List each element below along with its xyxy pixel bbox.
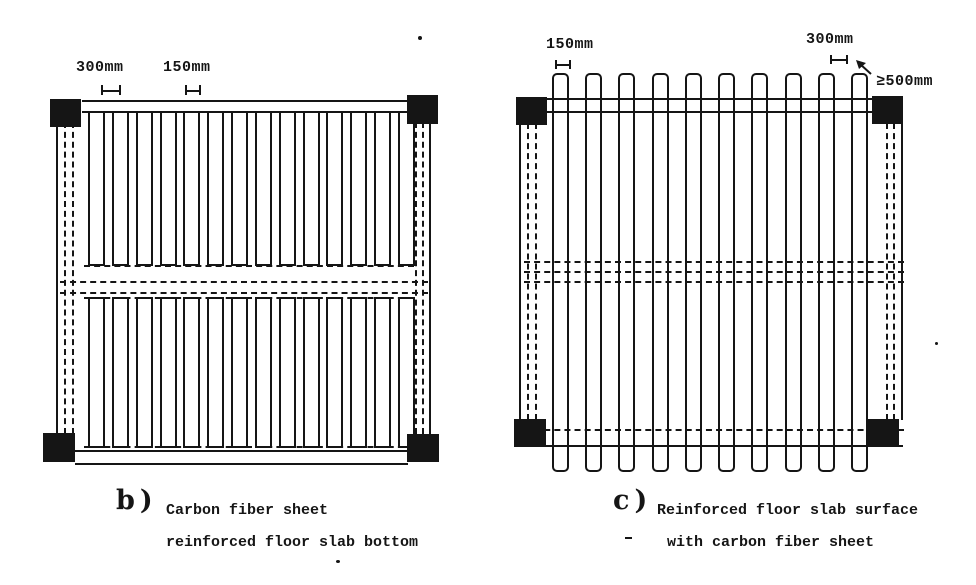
fig-b-caption-line1: Carbon fiber sheet (166, 502, 329, 519)
cfrp-strip (374, 297, 392, 448)
fig-c-middle-beam-hidden-edge-3 (524, 281, 904, 283)
fig-b-column-bottom-left (43, 433, 75, 462)
fig-b-right-hidden-beam-edge-1 (415, 122, 417, 434)
fig-b-left-hidden-beam-edge-2 (72, 122, 74, 434)
fig-b-strip-end-dashed-line-mid (84, 297, 414, 299)
cfrp-strip (207, 113, 225, 266)
cfrp-strip (350, 113, 368, 266)
fig-c-bottom-beam-hidden-edge (524, 429, 904, 431)
fig-b-right-hidden-beam-edge-2 (422, 122, 424, 434)
cfrp-strip (183, 297, 201, 448)
fig-b-dim-bracket-300mm (101, 85, 121, 95)
fig-b-column-top-right (407, 95, 438, 124)
fig-b-left-hidden-beam-edge-1 (64, 122, 66, 434)
fig-b-dim-label-150mm: 150mm (163, 59, 211, 76)
cfrp-strip (350, 297, 368, 448)
fig-b-dim-bracket-150mm (185, 85, 201, 95)
cfrp-strip (159, 297, 177, 448)
fig-c-left-edge-line (519, 124, 521, 420)
fig-c-dim-label-150mm: 150mm (546, 36, 594, 53)
fig-c-middle-beam-hidden-edge-1 (524, 261, 904, 263)
cfrp-strip (88, 297, 105, 448)
cfrp-strip (111, 113, 129, 266)
stray-scan-mark (418, 36, 422, 40)
fig-c-dim-bracket-150mm (555, 60, 571, 69)
cfrp-strip (111, 297, 129, 448)
fig-c-caption-line1: Reinforced floor slab surface (657, 502, 919, 519)
cfrp-strip (254, 113, 272, 266)
fig-b-top-beam (82, 100, 408, 113)
stray-scan-mark (625, 537, 632, 539)
cfrp-strip (88, 113, 105, 266)
cfrp-strip (302, 297, 320, 448)
bracket-bar (187, 89, 199, 92)
fig-b-left-edge-line (56, 126, 58, 434)
cfrp-strip (302, 113, 320, 266)
fig-b-strip-end-dashed-line-bottom (84, 446, 414, 448)
cfrp-strip (326, 113, 344, 266)
cfrp-strip (207, 297, 225, 448)
cfrp-strip (159, 113, 177, 266)
stray-scan-mark (336, 560, 340, 563)
fig-b-column-top-left (50, 99, 81, 127)
fig-c-middle-beam-hidden-edge-2 (524, 271, 904, 273)
fig-b-strip-end-dashed-line-top-half (84, 265, 414, 267)
fig-b-middle-beam-hidden-edge-2 (60, 292, 428, 294)
cfrp-strip (135, 297, 153, 448)
cfrp-strip (397, 113, 415, 266)
fig-c-dim-bracket-300mm (830, 55, 848, 64)
fig-b-caption-line2: reinforced floor slab bottom (166, 534, 419, 551)
cfrp-strip (374, 113, 392, 266)
fig-c-column-top-left (516, 97, 547, 125)
fig-b-strips-lower-half (88, 297, 415, 448)
cfrp-strip (231, 113, 249, 266)
fig-c-dim-label-300mm: 300mm (806, 31, 854, 48)
bracket-bar (832, 59, 846, 62)
cfrp-strip (326, 297, 344, 448)
fig-c-top-beam (546, 98, 874, 113)
cfrp-strip (278, 297, 296, 448)
stray-scan-mark (935, 342, 938, 345)
bracket-bar (103, 89, 119, 92)
cfrp-strip (397, 297, 415, 448)
cfrp-strip (231, 297, 249, 448)
anchorage-arrow-icon (856, 60, 872, 75)
cfrp-strip (183, 113, 201, 266)
fig-b-id-label: b) (116, 485, 158, 516)
fig-c-id-label: c) (613, 485, 653, 516)
bracket-bar (557, 64, 569, 67)
fig-b-strips-upper-half (88, 113, 415, 266)
fig-c-anchorage-label: ≥500mm (876, 73, 934, 90)
fig-c-column-top-right (872, 96, 903, 124)
fig-b-right-edge-line (429, 122, 431, 434)
fig-c-column-bottom-left (514, 419, 546, 447)
fig-b-dim-label-300mm: 300mm (76, 59, 124, 76)
cfrp-strip (254, 297, 272, 448)
cfrp-strip (135, 113, 153, 266)
fig-c-column-bottom-right (867, 419, 899, 447)
fig-c-bottom-beam-edge-line (519, 445, 903, 447)
fig-c-caption-line2: with carbon fiber sheet (667, 534, 875, 551)
fig-b-middle-beam-hidden-edge-1 (60, 281, 428, 283)
fig-b-bottom-beam (75, 450, 408, 465)
cfrp-strip (278, 113, 296, 266)
fig-b-column-bottom-right (407, 434, 439, 462)
